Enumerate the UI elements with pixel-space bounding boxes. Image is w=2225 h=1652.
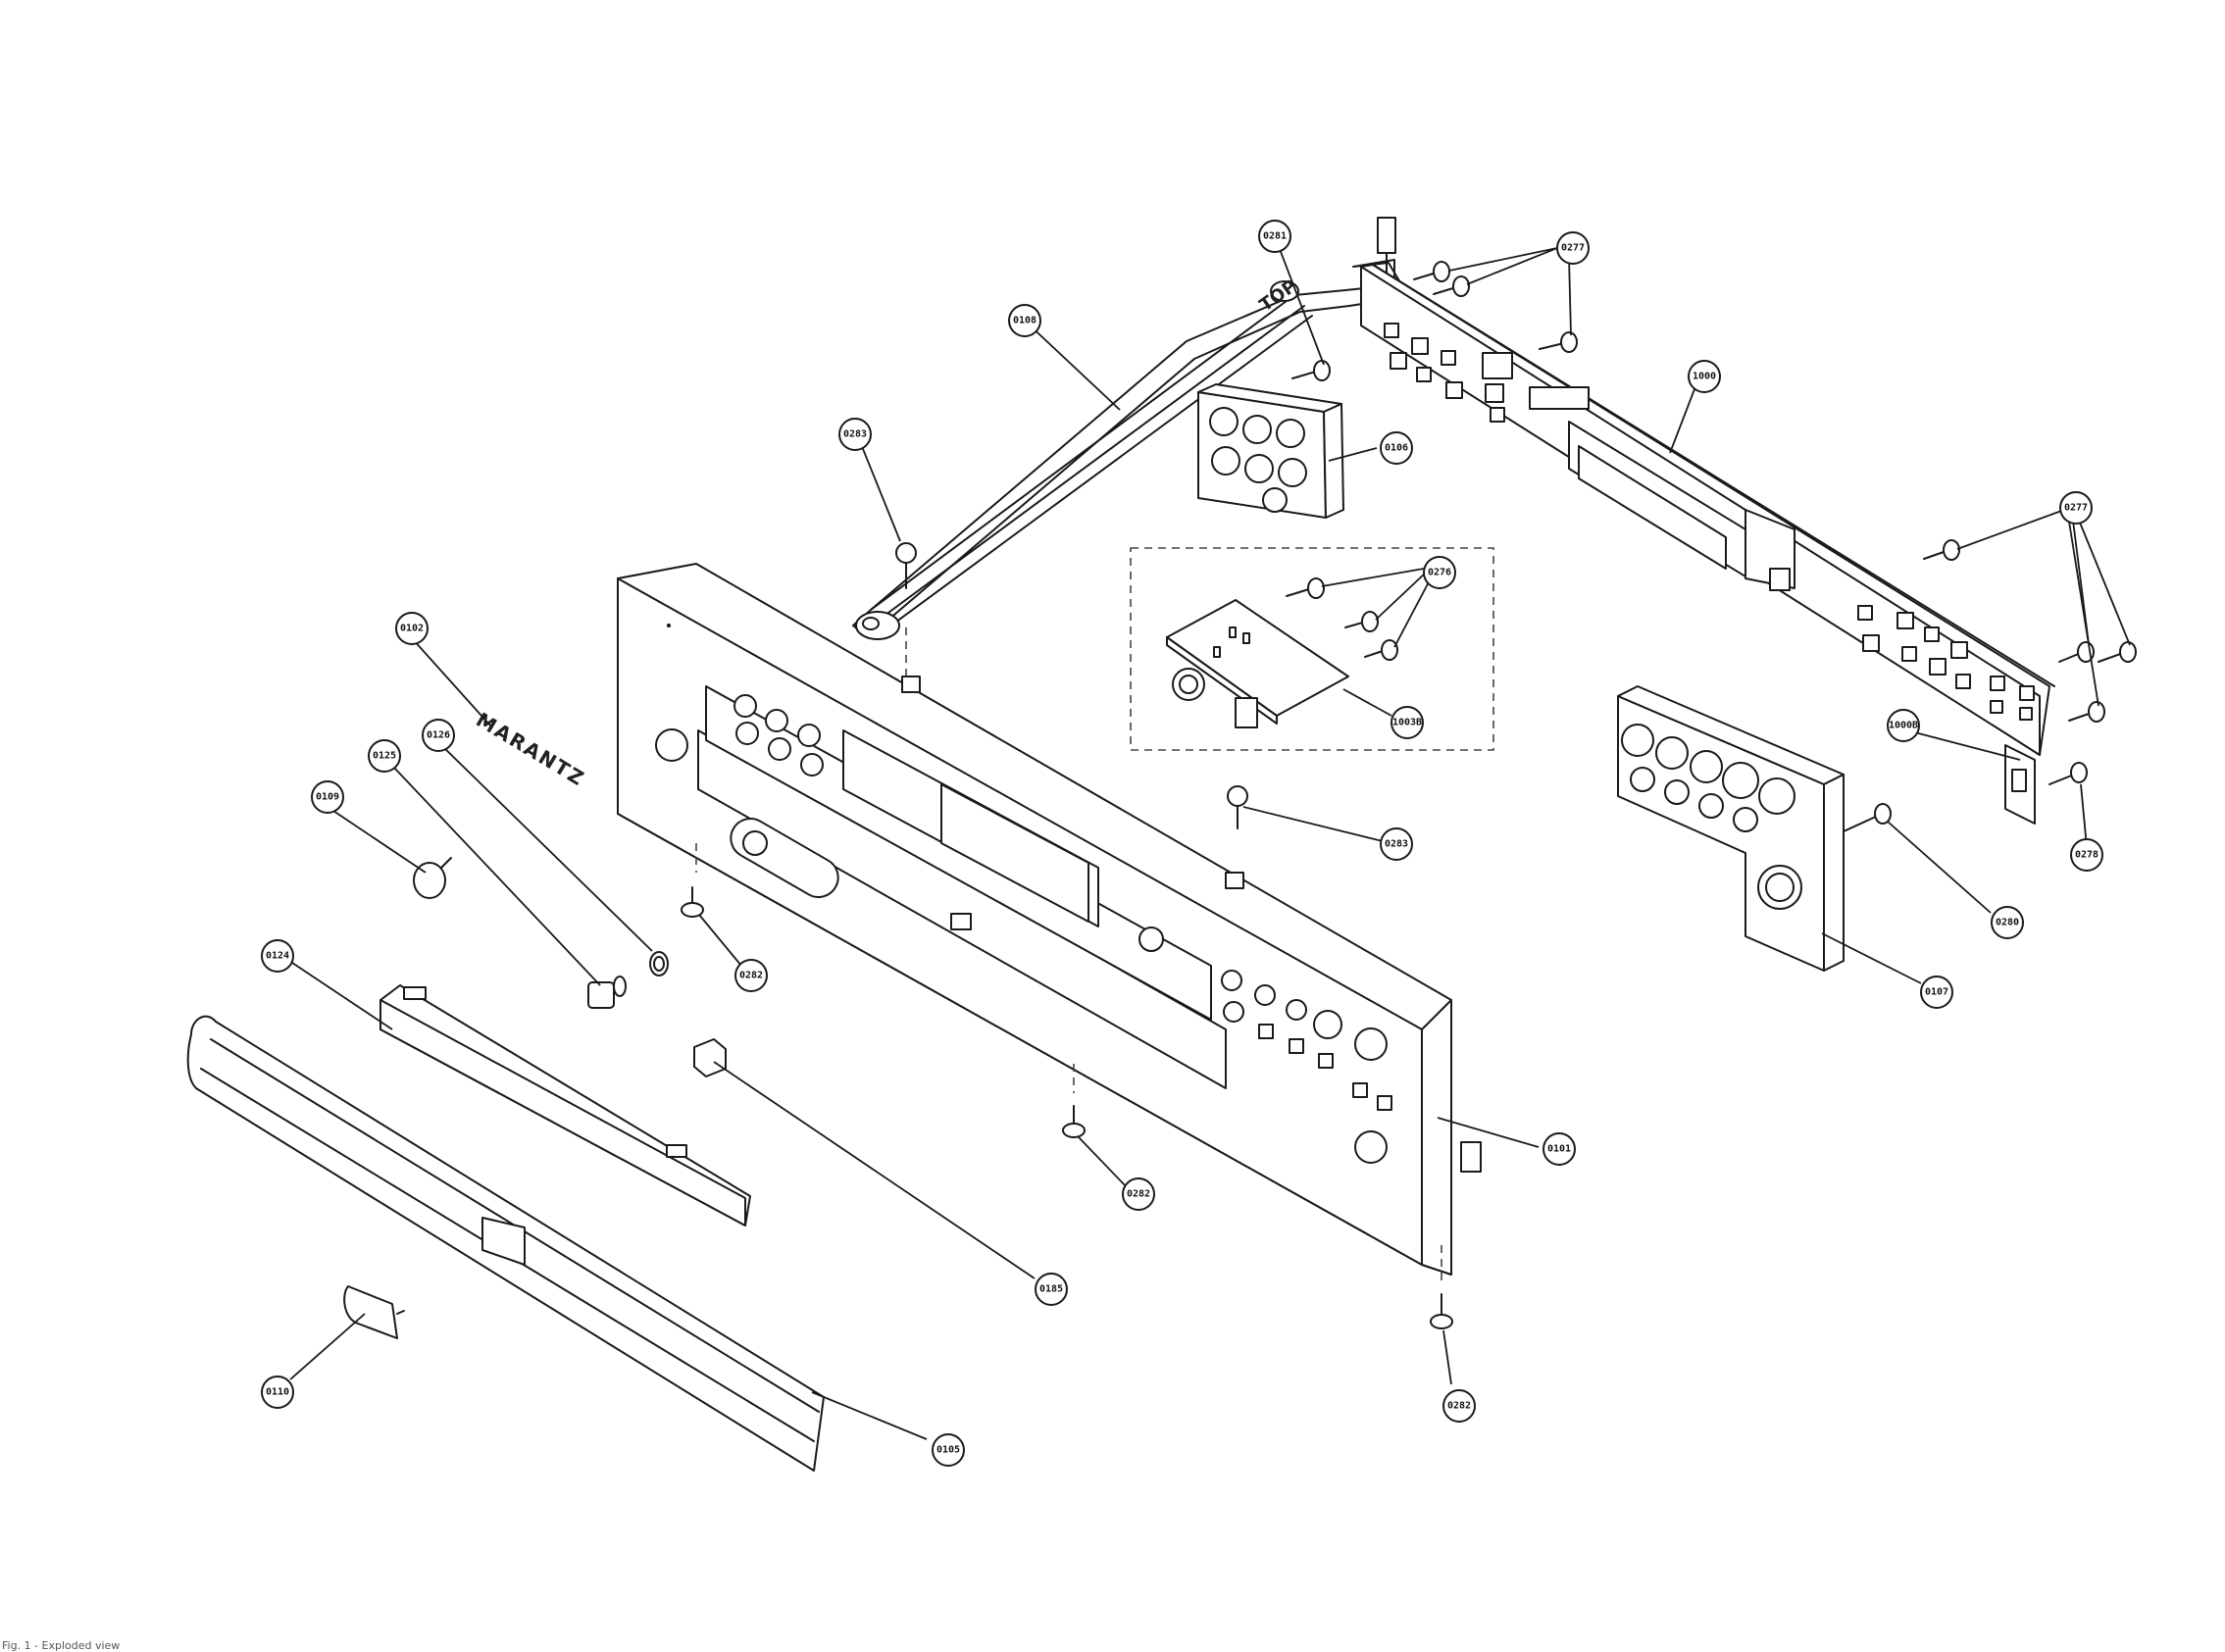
callout-0278: 0278 xyxy=(2071,839,2102,871)
svg-text:0282: 0282 xyxy=(1127,1189,1150,1200)
callout-0102: 0102 xyxy=(396,613,428,644)
screws-0277 xyxy=(1414,262,2136,722)
callout-0283-top: 0283 xyxy=(839,419,871,450)
main-board-1000 xyxy=(1361,265,2054,755)
svg-text:0278: 0278 xyxy=(2075,850,2099,861)
svg-text:0282: 0282 xyxy=(1447,1401,1471,1412)
svg-text:0125: 0125 xyxy=(373,751,396,762)
callout-0280: 0280 xyxy=(1992,907,2023,938)
svg-text:0107: 0107 xyxy=(1925,987,1948,998)
callout-0107: 0107 xyxy=(1921,976,1952,1008)
callout-0105: 0105 xyxy=(933,1434,964,1466)
callout-0276: 0276 xyxy=(1424,557,1455,588)
svg-text:0124: 0124 xyxy=(266,951,289,962)
svg-text:0185: 0185 xyxy=(1039,1284,1063,1295)
figure-caption: Fig. 1 - Exploded view xyxy=(2,1639,120,1652)
jack-board-0106 xyxy=(1198,384,1343,518)
svg-text:0277: 0277 xyxy=(2064,503,2088,514)
svg-text:0281: 0281 xyxy=(1263,231,1287,242)
callout-1003b: 1003B xyxy=(1391,707,1423,738)
callout-0106: 0106 xyxy=(1381,432,1412,464)
ring-0126 xyxy=(650,952,668,976)
callout-0110: 0110 xyxy=(262,1377,293,1408)
svg-text:0101: 0101 xyxy=(1547,1144,1571,1155)
callout-0282-left: 0282 xyxy=(735,960,767,991)
spacer-0185 xyxy=(694,1039,726,1076)
callout-0125: 0125 xyxy=(369,740,400,772)
svg-text:0277: 0277 xyxy=(1561,243,1585,254)
callout-0277-right: 0277 xyxy=(2060,492,2092,524)
cap-0110 xyxy=(344,1286,404,1338)
callout-0185: 0185 xyxy=(1036,1274,1067,1305)
svg-text:0105: 0105 xyxy=(936,1445,960,1456)
button-board-0107 xyxy=(1618,686,1891,971)
callout-0282-bottom: 0282 xyxy=(1443,1390,1475,1422)
svg-text:0282: 0282 xyxy=(739,971,763,981)
callout-0108: 0108 xyxy=(1009,305,1040,336)
callout-1000: 1000 xyxy=(1689,361,1720,392)
svg-text:0126: 0126 xyxy=(427,730,450,741)
knob-0109 xyxy=(414,858,451,898)
callout-0283-mid: 0283 xyxy=(1381,828,1412,860)
callout-0101: 0101 xyxy=(1543,1133,1575,1165)
board-1000b xyxy=(2005,745,2087,824)
svg-text:1000B: 1000B xyxy=(1889,721,1918,731)
svg-text:0283: 0283 xyxy=(1385,839,1408,850)
callout-0126: 0126 xyxy=(423,720,454,751)
svg-text:0108: 0108 xyxy=(1013,316,1037,326)
callout-0282-mid: 0282 xyxy=(1123,1178,1154,1210)
callout-1000b: 1000B xyxy=(1888,710,1919,741)
svg-text:0102: 0102 xyxy=(400,624,424,634)
svg-text:0109: 0109 xyxy=(316,792,339,803)
shaft-0125 xyxy=(588,976,626,1008)
svg-text:0106: 0106 xyxy=(1385,443,1408,454)
svg-text:0276: 0276 xyxy=(1428,568,1451,578)
svg-text:0283: 0283 xyxy=(843,429,867,440)
svg-text:0110: 0110 xyxy=(266,1387,289,1398)
callout-0124: 0124 xyxy=(262,940,293,972)
callout-0277-top: 0277 xyxy=(1557,232,1589,264)
callout-0109: 0109 xyxy=(312,781,343,813)
svg-text:1000: 1000 xyxy=(1693,372,1716,382)
marantz-emblem: MARANTZ xyxy=(472,708,589,791)
svg-text:0280: 0280 xyxy=(1996,918,2019,928)
callout-0281: 0281 xyxy=(1259,221,1290,252)
front-panel-0101 xyxy=(618,564,1481,1284)
svg-text:1003B: 1003B xyxy=(1392,718,1422,728)
